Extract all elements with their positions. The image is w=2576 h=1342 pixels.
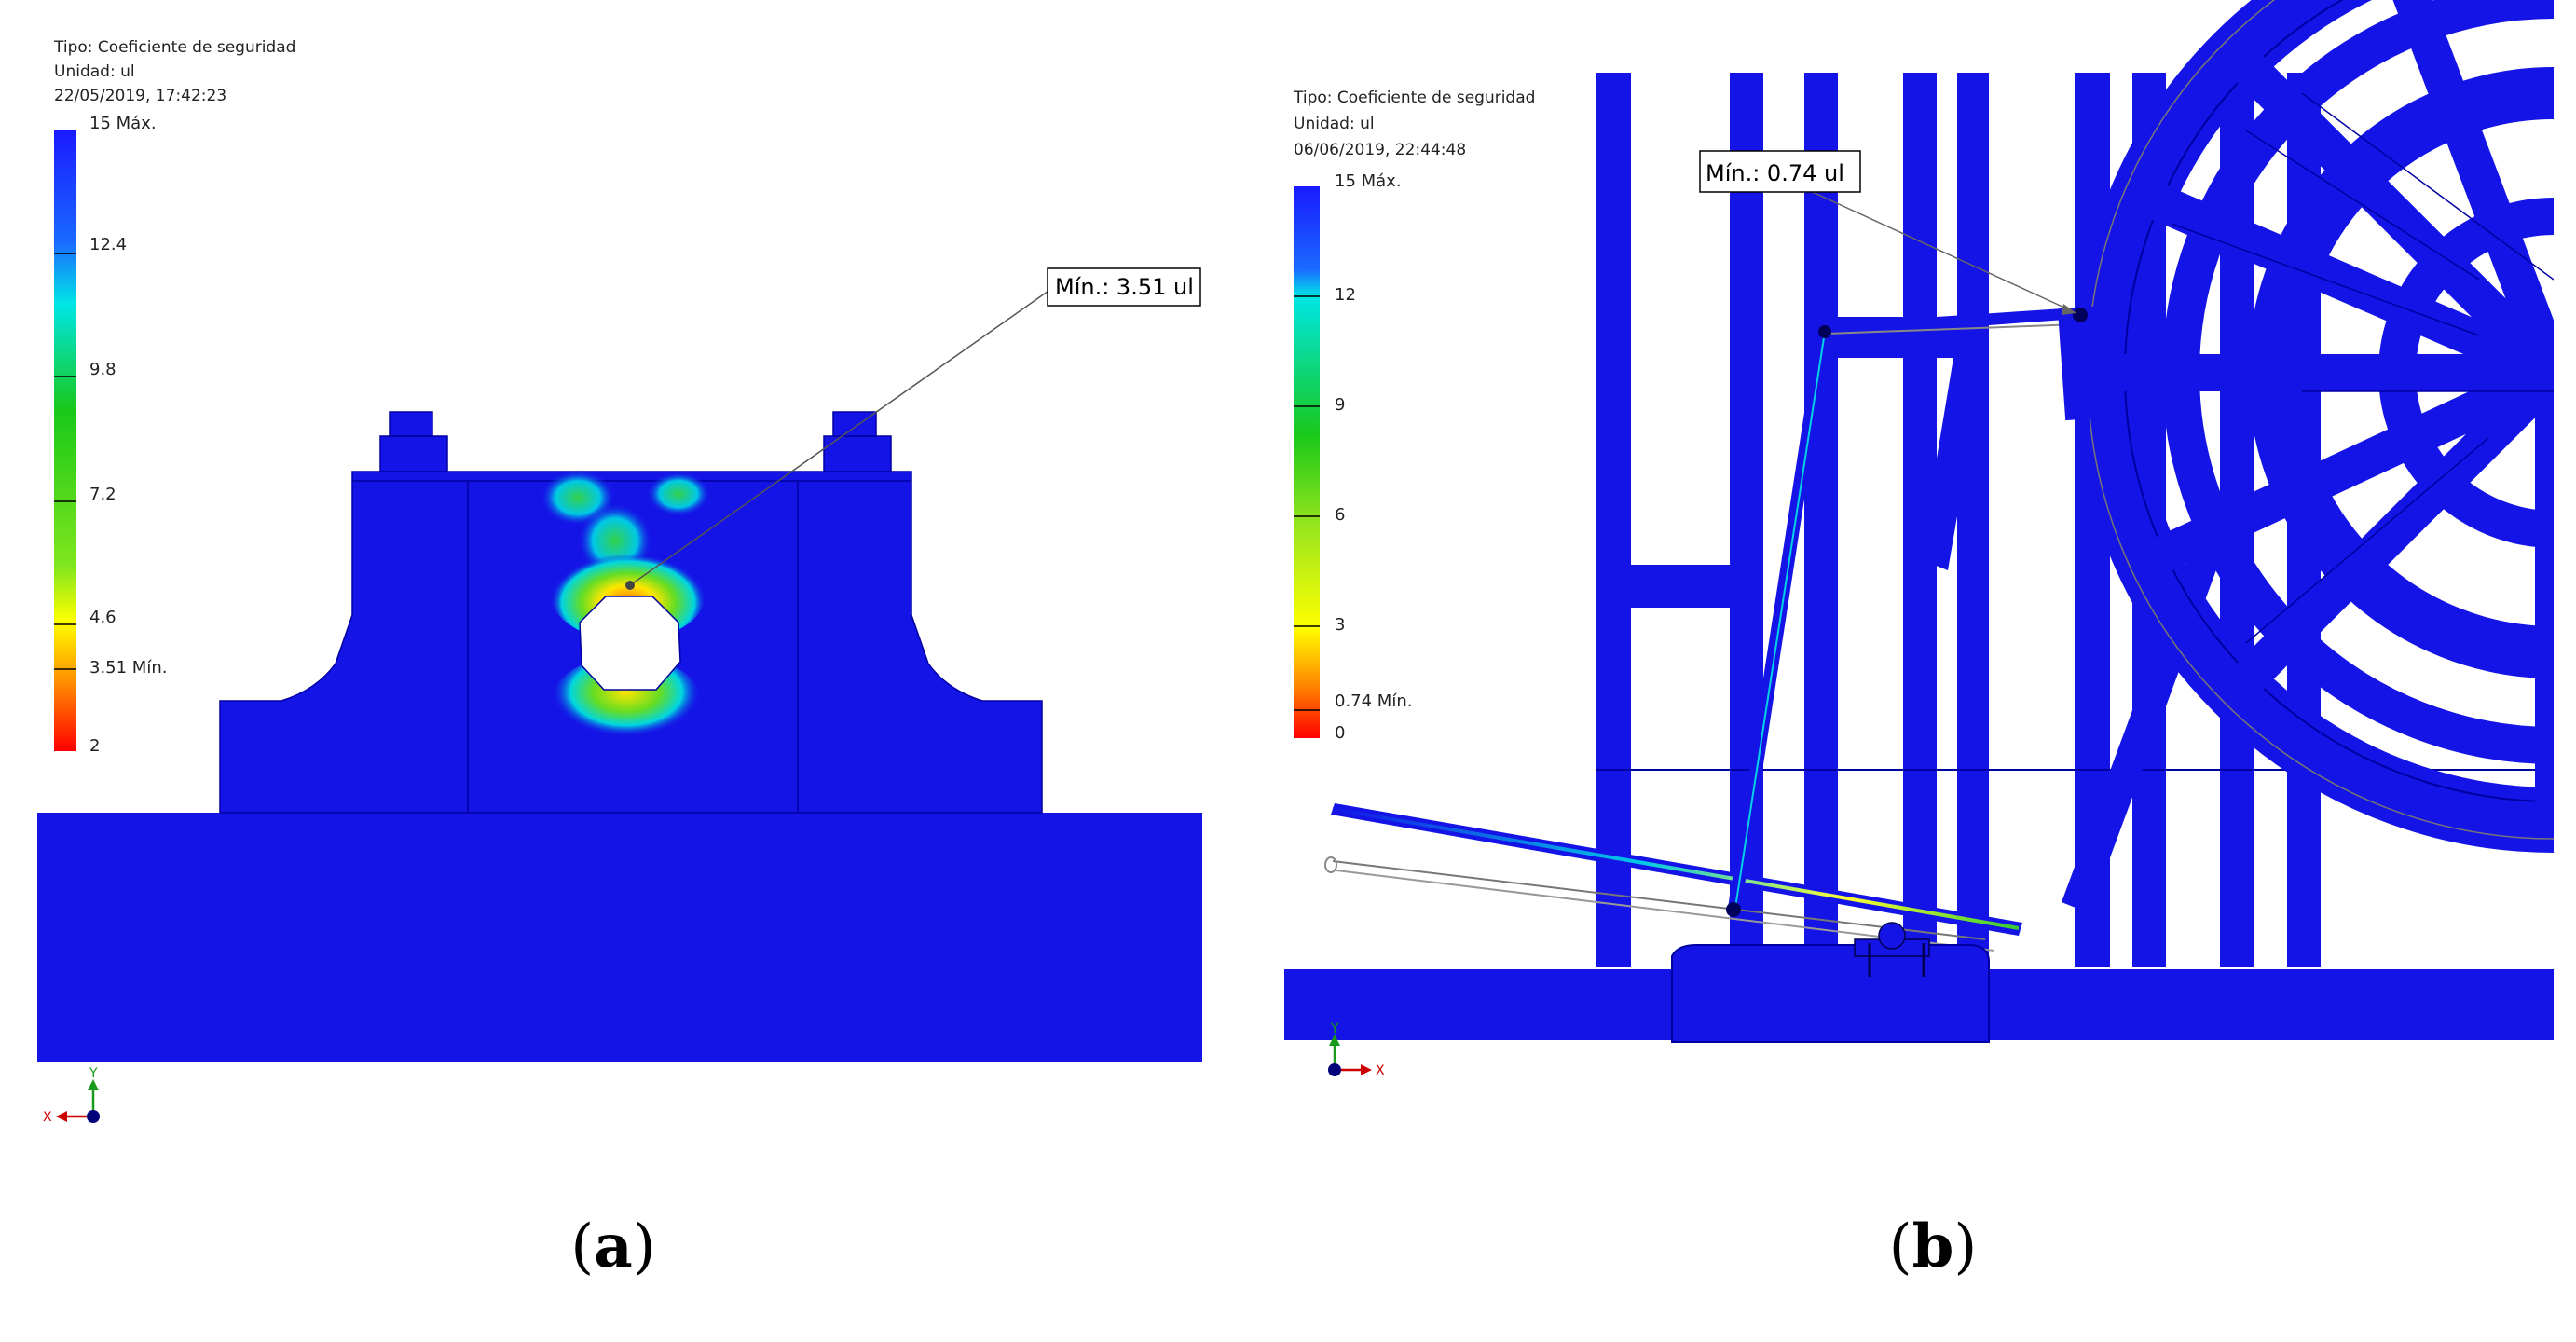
scale-tick: 9 [1335,395,1345,415]
scale-tick: 6 [1335,505,1345,525]
legend-type-text: Tipo: Coeficiente de seguridad [1293,89,1535,107]
axis-y-label: Y [1330,1021,1339,1036]
color-scale-bar [54,130,76,751]
min-point-marker [625,581,635,590]
scale-tick: 12.4 [89,235,127,254]
scale-tick: 4.6 [89,608,116,627]
scale-tick: 12 [1335,285,1356,305]
base-plate [37,813,1202,1062]
scale-tick-max: 15 Máx. [89,114,157,133]
panel-a-figure: Tipo: Coeficiente de seguridad Unidad: u… [37,38,1202,1125]
panel-b: Tipo: Coeficiente de seguridad Unidad: u… [1277,0,2576,1342]
color-scale-bar [1294,186,1320,738]
callout-min-text: Mín.: 0.74 ul [1706,160,1844,186]
drum-wheel-rim [2074,0,2554,853]
scale-tick: 7.2 [89,485,116,504]
bolt-nut-left [379,435,448,472]
callout-min-text: Mín.: 3.51 ul [1055,274,1194,300]
bolt-nut-right [823,435,892,472]
callout-box [1699,150,1861,193]
callout-leader [629,288,1052,586]
legend-unit-text: Unidad: ul [1294,115,1375,133]
axis-origin [87,1110,100,1123]
scale-tick: 9.8 [89,360,116,379]
shaft-hole [579,596,681,691]
scale-tick-min: 3.51 Mín. [89,658,167,678]
panel-a-label: (a) [570,1212,656,1281]
axis-x-label: X [43,1110,52,1125]
machine-frame [1284,0,2554,1043]
bolt-head-right [832,411,877,437]
scale-tick-max: 15 Máx. [1335,171,1402,191]
panel-a: Tipo: Coeficiente de seguridad Unidad: u… [0,0,1277,1342]
scale-tick: 2 [89,736,100,756]
legend-type-text: Tipo: Coeficiente de seguridad [53,38,295,57]
axis-origin [1328,1063,1341,1076]
scale-tick-min: 0.74 Mín. [1335,692,1412,711]
stress-region [647,472,710,516]
callout-box [1047,267,1201,307]
hitch-housing [1671,944,1990,1043]
panel-b-figure: Tipo: Coeficiente de seguridad Unidad: u… [1284,0,2554,1078]
legend-unit-text: Unidad: ul [54,62,135,81]
scale-tick: 3 [1335,615,1345,635]
panel-b-label: (b) [1888,1212,1978,1281]
legend-date-text: 22/05/2019, 17:42:23 [54,87,226,105]
axis-y-label: Y [89,1066,98,1081]
scale-tick: 0 [1335,723,1345,743]
legend-date-text: 06/06/2019, 22:44:48 [1294,141,1466,159]
bolt-head-left [389,411,433,437]
callout-leader [1803,187,2077,314]
axis-x-label: X [1376,1063,1385,1078]
